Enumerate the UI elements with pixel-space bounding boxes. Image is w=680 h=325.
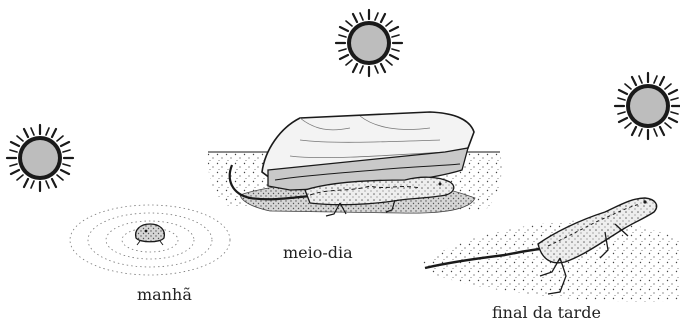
sun-icon <box>336 10 402 76</box>
sun-icon <box>7 125 73 191</box>
sun-icon <box>615 73 680 139</box>
lizard-icon <box>136 224 165 245</box>
caption-afternoon: final da tarde <box>492 303 601 322</box>
caption-morning: manhã <box>137 285 192 304</box>
caption-noon: meio-dia <box>283 243 353 262</box>
